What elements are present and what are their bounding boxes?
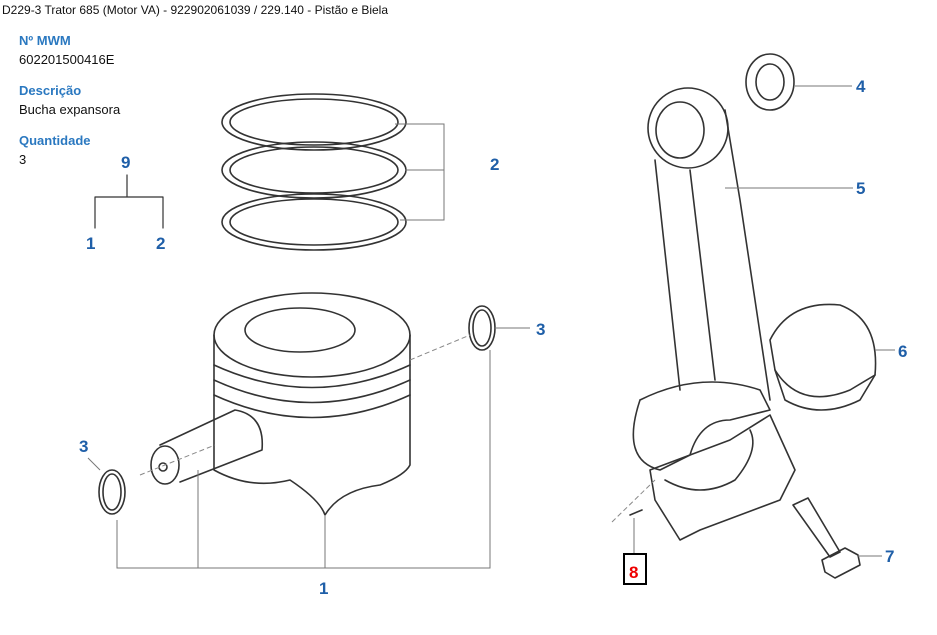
callout-1-bracket[interactable]: 1 xyxy=(86,234,95,253)
callout-5[interactable]: 5 xyxy=(856,179,865,198)
dowel-pin xyxy=(611,479,656,553)
callout-8-selected[interactable]: 8 xyxy=(629,563,638,582)
mwm-value: 602201500416E xyxy=(19,52,115,67)
piston-rings xyxy=(221,93,445,251)
callout-3-right[interactable]: 3 xyxy=(536,320,545,339)
circlip-left xyxy=(87,457,126,515)
quantity-value: 3 xyxy=(19,152,27,167)
callout-6[interactable]: 6 xyxy=(898,342,907,361)
callout-7[interactable]: 7 xyxy=(885,547,894,566)
callout-1[interactable]: 1 xyxy=(319,579,328,598)
callout-3-left[interactable]: 3 xyxy=(79,437,88,456)
circlip-right xyxy=(468,305,530,351)
quantity-label: Quantidade xyxy=(19,133,91,148)
breadcrumb-title: D229-3 Trator 685 (Motor VA) - 922902061… xyxy=(2,3,389,17)
mwm-label: Nº MWM xyxy=(19,33,71,48)
callout-9[interactable]: 9 xyxy=(121,153,130,172)
connecting-rod xyxy=(632,53,853,541)
callout-4[interactable]: 4 xyxy=(856,77,866,96)
bearing-shell xyxy=(769,303,895,411)
description-label: Descrição xyxy=(19,83,82,98)
callout-2-bracket[interactable]: 2 xyxy=(156,234,165,253)
bolt xyxy=(792,497,882,579)
piston xyxy=(150,292,411,516)
callout-2[interactable]: 2 xyxy=(490,155,499,174)
group-bracket-9 xyxy=(94,174,164,229)
description-value: Bucha expansora xyxy=(19,102,121,117)
selected-callout-box xyxy=(623,553,647,585)
